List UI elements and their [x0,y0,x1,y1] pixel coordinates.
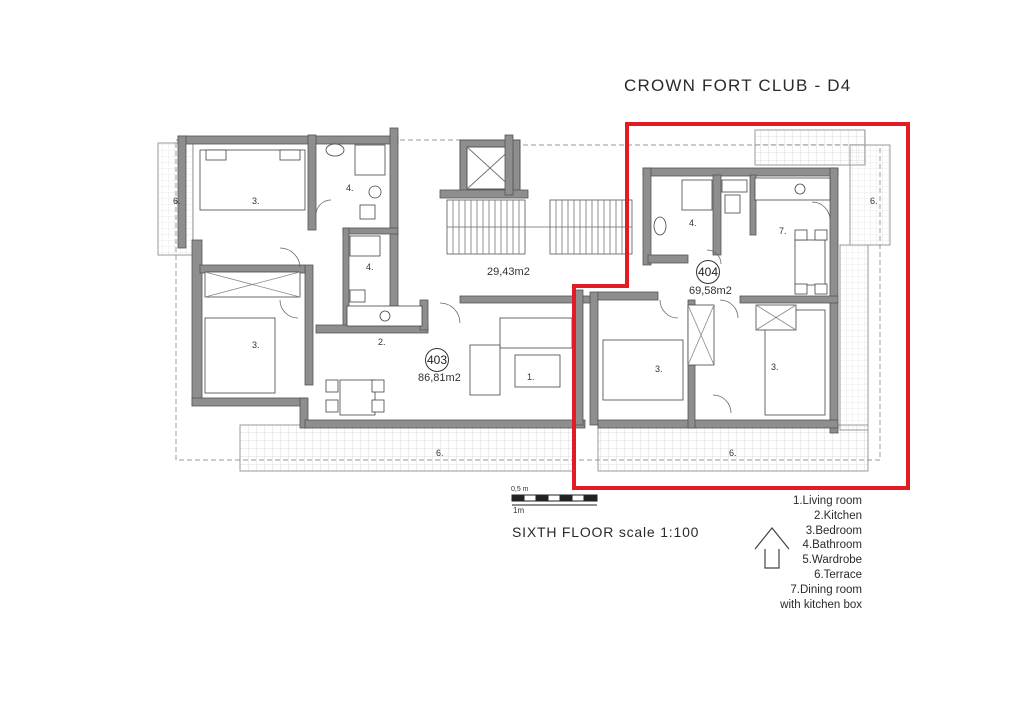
room-legend: 1.Living room 2.Kitchen 3.Bedroom 4.Bath… [740,494,862,612]
staircase [446,199,633,255]
legend-item: 1.Living room [792,495,862,507]
room-label-bathroom: 4. [346,183,354,193]
legend-item: with kitchen box [780,598,862,611]
terrace-bottom-404 [597,424,869,472]
room-label-dining: 7. [779,226,787,236]
room-label-terrace: 6. [729,448,737,458]
legend-item: 4.Bathroom [802,539,862,552]
room-label-bathroom: 4. [366,262,374,272]
terraces [157,129,891,472]
room-label-bedroom: 3. [252,340,260,350]
terrace-right-strip [839,244,869,431]
furniture [199,143,831,416]
unit-403-area: 86,81m2 [418,372,461,384]
legend-item: 6.Terrace [814,568,862,581]
legend-item: 7.Dining room [790,583,862,596]
unit-404-number: 404 [696,260,720,284]
terrace-right-side [849,144,891,246]
terrace-bottom-403 [239,424,576,472]
room-label-bedroom: 3. [771,362,779,372]
room-label-terrace: 6. [436,448,444,458]
room-label-living: 1. [527,372,535,382]
terrace-right-404 [754,129,866,166]
room-label-bedroom: 3. [655,364,663,374]
scale-large-label: 1m [513,506,525,515]
terrace-left [157,142,194,256]
scale-bar [511,494,598,506]
common-area: 29,43m2 [487,266,530,278]
legend-item: 5.Wardrobe [802,554,862,567]
unit-404-area: 69,58m2 [689,285,732,297]
room-label-bathroom: 4. [689,218,697,228]
room-label-bedroom: 3. [252,196,260,206]
room-label-kitchen: 2. [378,337,386,347]
scale-label: SIXTH FLOOR scale 1:100 [512,524,700,540]
scale-small-label: 0,5 m [511,486,529,493]
plan-title: CROWN FORT CLUB - D4 [624,76,852,95]
legend-item: 3.Bedroom [805,524,862,537]
legend-item: 2.Kitchen [814,509,862,522]
unit-403-number: 403 [425,348,449,372]
room-label-terrace: 6. [173,196,181,206]
walls [177,127,839,434]
room-label-terrace: 6. [870,196,878,206]
unit-404-highlight [572,122,910,490]
door-swings [279,199,831,414]
north-arrow-icon [754,527,790,569]
